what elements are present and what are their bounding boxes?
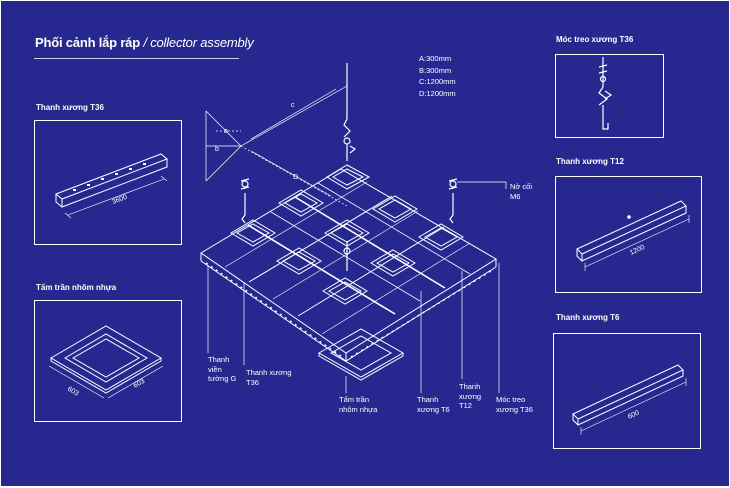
panel-title-t6-bar: Thanh xương T6 <box>556 313 620 322</box>
panel-title-t36-bar: Thanh xương T36 <box>36 103 104 112</box>
panel-title-t12-bar: Thanh xương T12 <box>556 157 624 166</box>
dropped-tile <box>317 328 405 381</box>
letter-c: c <box>291 102 295 109</box>
letter-b: b <box>215 146 219 153</box>
callout-t6: Thanh xương T6 <box>417 395 450 414</box>
tile-dimension-right: 603 <box>133 378 147 390</box>
panel-tile <box>34 300 182 422</box>
callout-t36: Thanh xương T36 <box>246 368 292 387</box>
panel-title-t36-hanger: Móc treo xương T36 <box>556 35 634 44</box>
t6-bar-dimension: 600 <box>627 409 641 420</box>
callout-leaders <box>207 263 500 393</box>
callout-hanger: Móc treo xương T36 <box>496 395 533 414</box>
panel-title-tile: Tấm trần nhôm nhựa <box>36 283 117 292</box>
page-title: Phối cảnh lắp ráp / collector assembly <box>35 35 254 50</box>
panel-t12-bar <box>555 176 702 293</box>
cross-tees <box>224 181 471 335</box>
callout-anchor: Nở cối M6 <box>510 182 533 201</box>
dimension-d: D:1200mm <box>419 88 456 98</box>
panel-t36-bar <box>34 120 182 245</box>
t36-bar-drawing <box>55 153 168 219</box>
dimension-lines <box>205 85 348 207</box>
leader-anchor <box>457 181 507 189</box>
letter-a: a <box>224 128 228 135</box>
dimension-c: C:1200mm <box>419 77 456 86</box>
t36-hanger-drawing <box>598 57 613 130</box>
t36-bar-dimension: 3600 <box>111 194 128 206</box>
main-runners <box>247 182 471 315</box>
title-separator: / <box>139 35 151 50</box>
grid-outline-thickness <box>200 260 497 362</box>
title-sub: collector assembly <box>150 35 254 50</box>
title-underline <box>34 58 239 59</box>
callout-t12: Thanh xương T12 <box>459 382 482 410</box>
panel-t36-hanger <box>555 54 664 138</box>
callout-tile: Tấm trần nhôm nhựa <box>339 395 378 414</box>
tile-dimension-left: 603 <box>66 386 80 398</box>
title-main: Phối cảnh lắp ráp <box>35 35 140 50</box>
hanger-rods <box>240 63 458 271</box>
callout-wall-angle: Thanh viền tường G <box>208 355 237 383</box>
tile-drawing <box>48 325 164 399</box>
ceiling-tiles <box>230 164 464 305</box>
t6-bar-drawing <box>572 364 687 435</box>
letter-d: D <box>293 174 298 181</box>
dimension-list: A:300mm B:300mm C:1200mm D:1200mm <box>419 53 456 99</box>
panel-t6-bar <box>553 333 701 449</box>
ceiling-grid <box>200 164 497 381</box>
dimension-b: B:300mm <box>419 65 452 75</box>
t12-bar-drawing <box>576 200 690 271</box>
dimension-a: A:300mm <box>419 54 452 63</box>
